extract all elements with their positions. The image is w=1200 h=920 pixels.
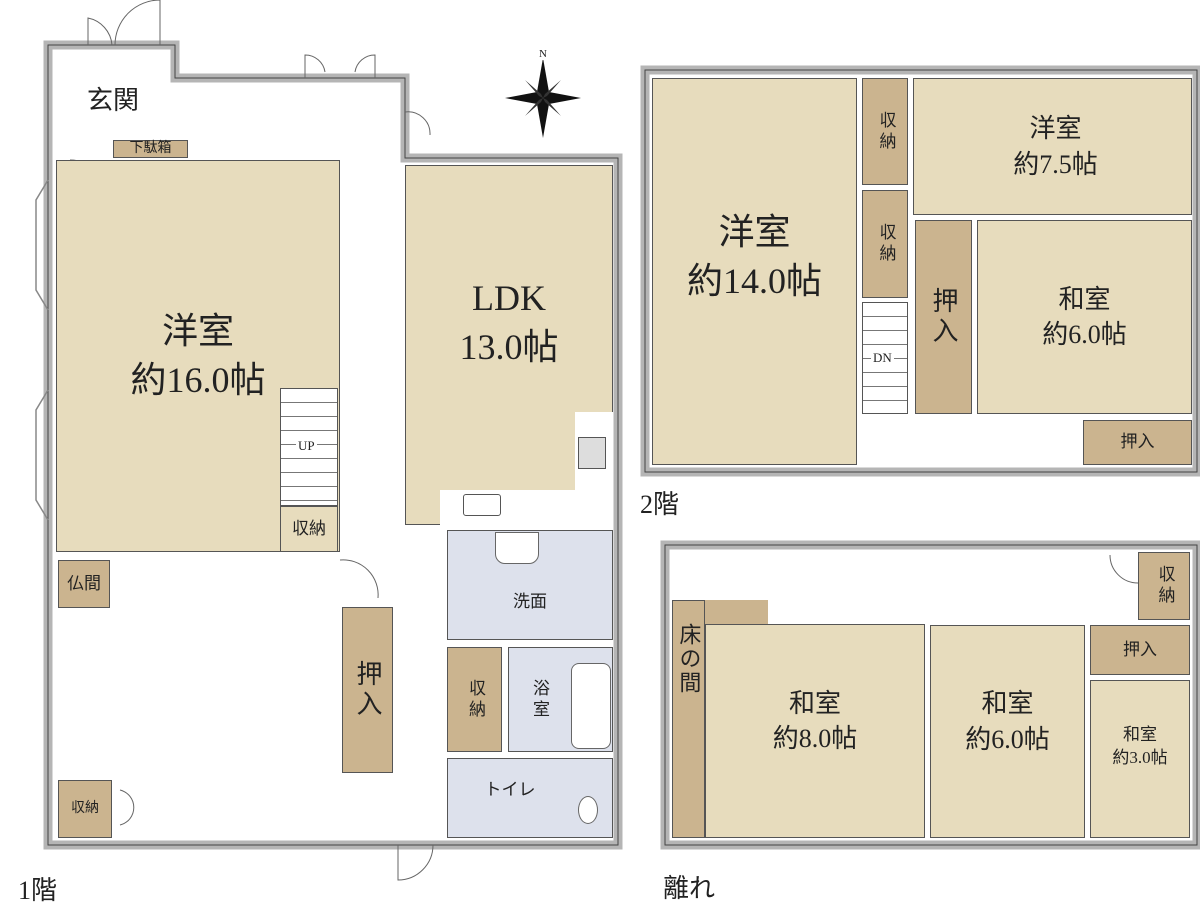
oshiire-label: 押入 bbox=[353, 660, 383, 720]
genkan: 玄関 bbox=[56, 52, 170, 150]
room-size: 約8.0帖 bbox=[772, 724, 858, 753]
room-size: 13.0帖 bbox=[459, 326, 559, 367]
toilet-label: トイレ bbox=[484, 780, 536, 799]
washroom-label: 洗面 bbox=[513, 592, 547, 612]
butsuma: 仏間 bbox=[58, 560, 110, 608]
storage-label: 収納 bbox=[465, 678, 485, 721]
washbasin-icon bbox=[495, 532, 539, 564]
annex-label: 離れ bbox=[663, 874, 716, 903]
stair-up-label: UP bbox=[296, 438, 317, 454]
tokonoma: 床の間 bbox=[672, 600, 705, 838]
storage-label: 収納 bbox=[876, 223, 896, 265]
room-name: LDK bbox=[472, 278, 546, 318]
room-name: 和室 bbox=[788, 688, 841, 718]
bathroom-label: 浴室 bbox=[529, 678, 549, 721]
annex-japanese-room-3: 和室 約3.0帖 bbox=[1090, 680, 1190, 838]
compass-icon bbox=[505, 58, 581, 138]
floor1-label: 1階 bbox=[18, 876, 58, 905]
room-name: 和室 bbox=[981, 689, 1034, 719]
storage-label: 収納 bbox=[1155, 565, 1175, 607]
toilet-icon bbox=[578, 796, 598, 824]
getabako: 下駄箱 bbox=[113, 140, 188, 158]
storage-label: 収納 bbox=[876, 110, 896, 153]
room-size: 約6.0帖 bbox=[1042, 320, 1127, 349]
floor2-western-room-large: 洋室 約14.0帖 bbox=[652, 78, 857, 465]
floor2-storage-1: 収納 bbox=[862, 78, 908, 185]
room-name: 和室 bbox=[1123, 724, 1157, 744]
storage-label: 収納 bbox=[71, 800, 99, 816]
room-size: 約3.0帖 bbox=[1112, 747, 1168, 767]
room-name: 和室 bbox=[1058, 284, 1111, 314]
storage-label: 収納 bbox=[292, 518, 326, 538]
bathtub-icon bbox=[571, 663, 611, 749]
floor2-storage-2: 収納 bbox=[862, 190, 908, 298]
floor1-storage-bottom: 収納 bbox=[58, 780, 112, 838]
annex-storage: 収納 bbox=[1138, 552, 1190, 620]
annex-japanese-room-8: 和室 約8.0帖 bbox=[705, 624, 925, 838]
floor1-stair-storage: 収納 bbox=[280, 506, 338, 552]
floor2-label: 2階 bbox=[640, 490, 680, 519]
floor1-oshiire: 押入 bbox=[342, 607, 393, 773]
floor2-oshiire-1: 押入 bbox=[915, 220, 972, 414]
room-size: 約7.5帖 bbox=[1013, 149, 1098, 179]
genkan-label: 玄関 bbox=[86, 86, 139, 116]
room-size: 約16.0帖 bbox=[130, 360, 266, 400]
floor1-wall-line bbox=[47, 44, 619, 846]
floor1-storage-bath: 収納 bbox=[447, 647, 502, 752]
oshiire-label: 押入 bbox=[929, 287, 959, 347]
room-size: 約14.0帖 bbox=[686, 260, 822, 301]
butsuma-label: 仏間 bbox=[67, 573, 101, 593]
oshiire-label: 押入 bbox=[1120, 432, 1155, 452]
room-name: 洋室 bbox=[161, 311, 234, 352]
tokonoma-label: 床の間 bbox=[676, 623, 702, 695]
stair-down-label: DN bbox=[871, 350, 894, 366]
floor2-western-room-small: 洋室 約7.5帖 bbox=[913, 78, 1192, 215]
annex-japanese-room-6: 和室 約6.0帖 bbox=[930, 625, 1085, 838]
room-name: 洋室 bbox=[1029, 114, 1082, 144]
stove-icon bbox=[578, 437, 606, 469]
room-size: 約6.0帖 bbox=[965, 724, 1050, 754]
room-name: 洋室 bbox=[718, 211, 791, 252]
annex-oshiire: 押入 bbox=[1090, 625, 1190, 675]
oshiire-label: 押入 bbox=[1123, 639, 1157, 659]
kitchen-counter-sink bbox=[440, 490, 613, 525]
compass-north-label: N bbox=[537, 48, 549, 60]
floor2-japanese-room: 和室 約6.0帖 bbox=[977, 220, 1192, 414]
getabako-label: 下駄箱 bbox=[129, 140, 172, 156]
floor2-oshiire-2: 押入 bbox=[1083, 420, 1192, 465]
sink-icon bbox=[463, 494, 501, 516]
